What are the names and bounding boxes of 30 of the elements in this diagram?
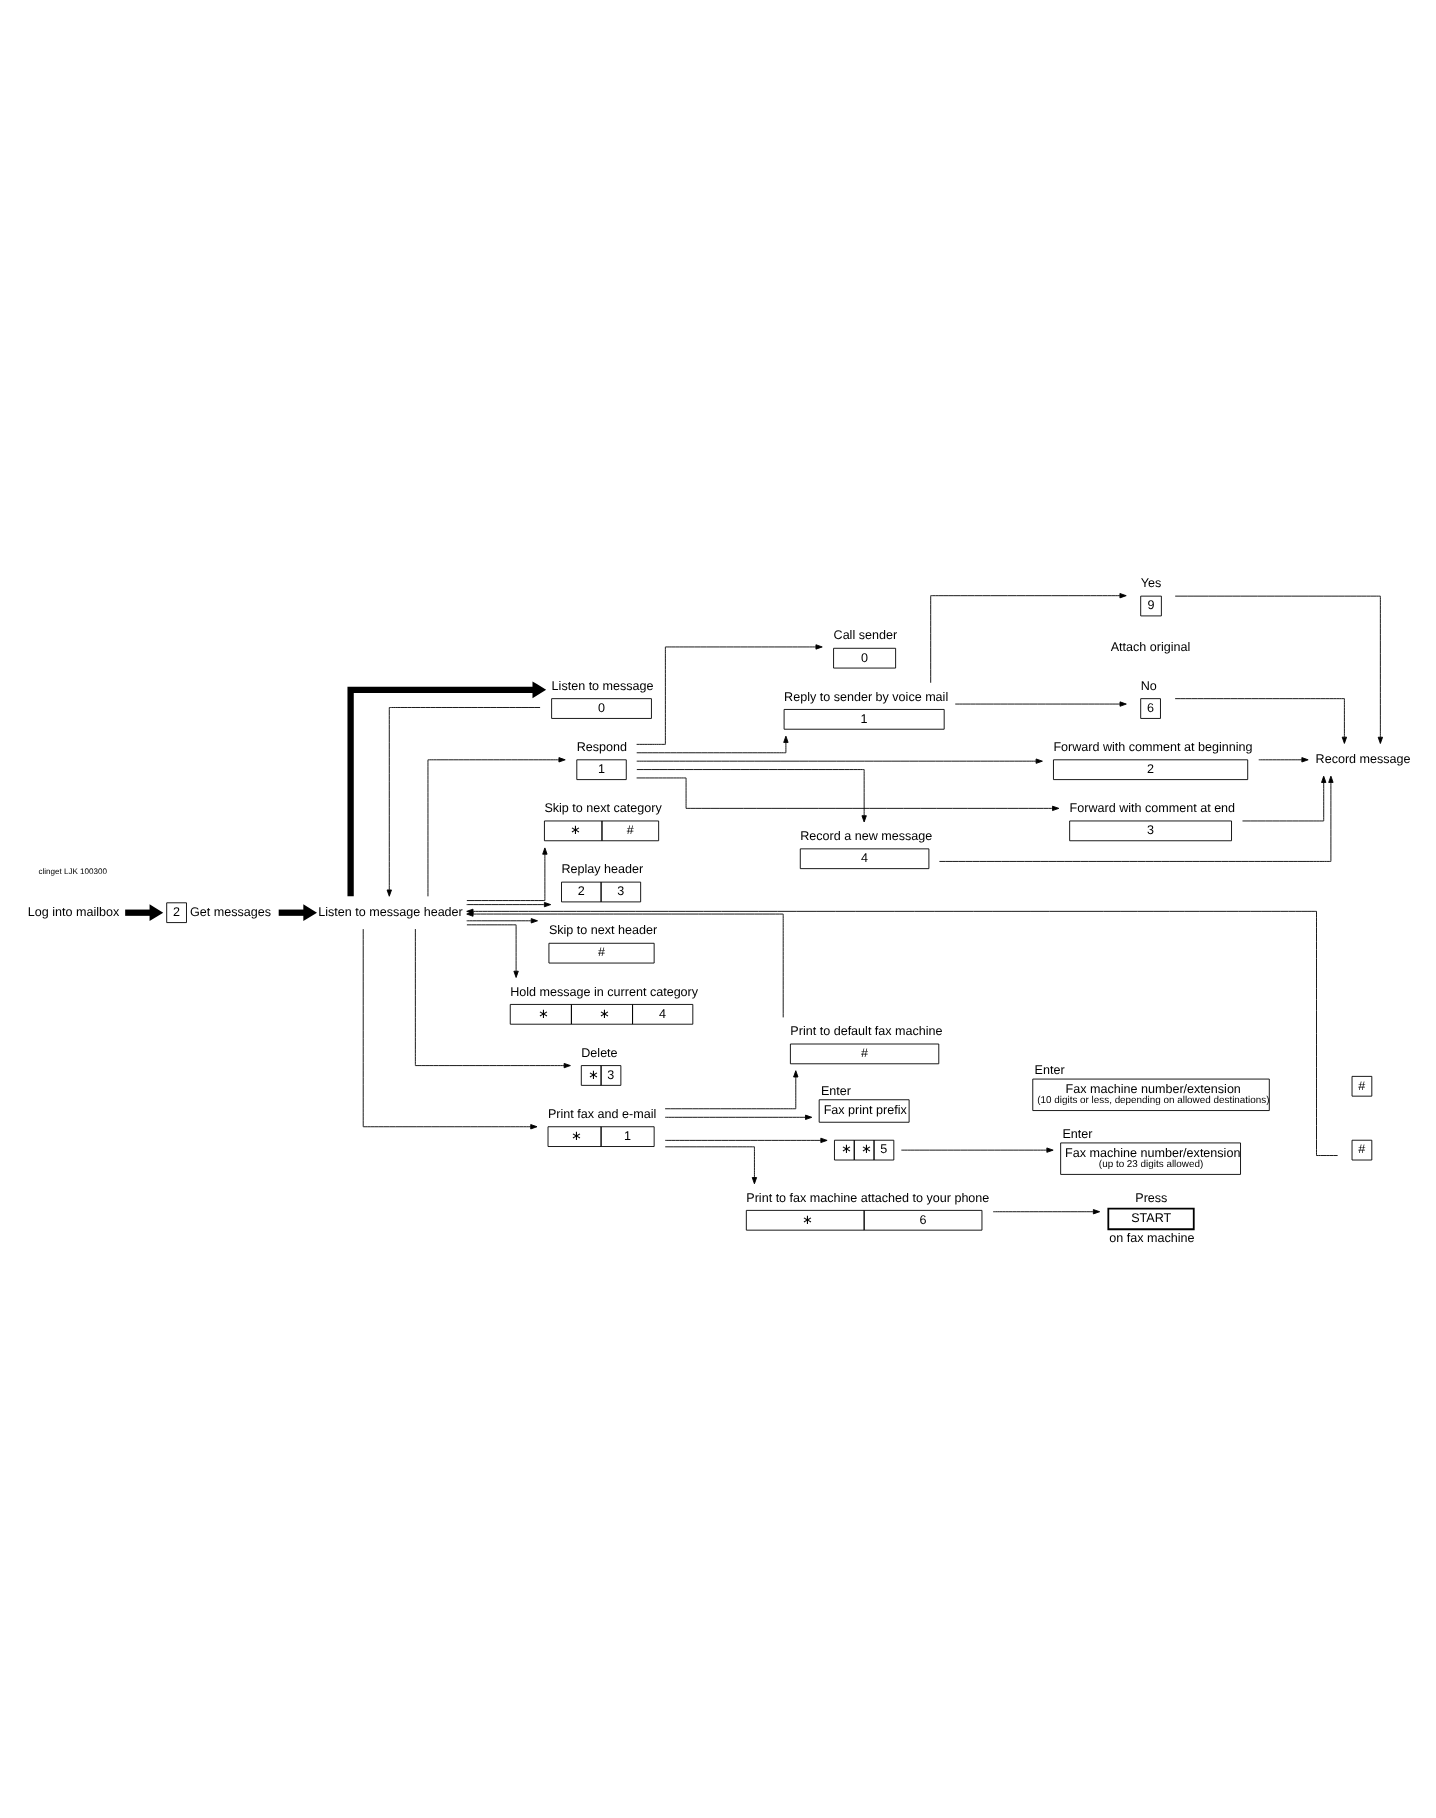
arrow [636,643,823,744]
arrow [938,774,1334,861]
arrow [1242,774,1327,821]
arrow [466,910,784,1017]
arrow [664,1069,799,1109]
arrow [900,1146,1054,1152]
arrow [1258,756,1309,762]
arrow [427,756,566,896]
arrow [1174,594,1383,743]
arrow [664,1145,758,1184]
arrow [347,680,547,896]
arrow [125,903,164,921]
arrow [466,900,552,907]
arrow [954,700,1127,706]
arrow [386,706,541,896]
arrow [362,927,538,1129]
arrow [636,768,867,822]
arrow [636,734,789,753]
arrow [636,757,1043,763]
arrow [278,903,317,921]
arrow [992,1208,1101,1214]
arrow [414,927,571,1068]
arrow [636,776,1060,811]
arrow [930,592,1127,683]
arrow [1174,697,1348,743]
arrow [664,1113,813,1119]
arrow [466,923,519,977]
arrow [466,917,538,923]
arrow [466,846,548,900]
arrow [664,1136,828,1143]
